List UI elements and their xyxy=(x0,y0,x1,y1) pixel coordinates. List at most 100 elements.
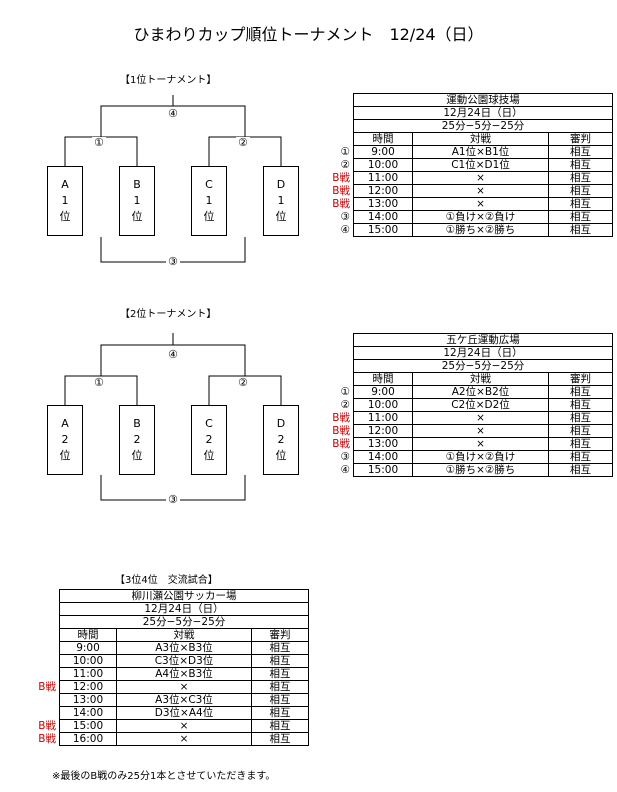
schedule1-row-referee: 相互 xyxy=(548,210,613,224)
schedule1-row-time: 10:00 xyxy=(353,158,413,172)
schedule1-row-side-label: B戦 xyxy=(332,198,350,210)
schedule3-format: 25分−5分−25分 xyxy=(59,615,309,629)
schedule3-row-side-label xyxy=(34,642,60,655)
schedule2-header-time: 時間 xyxy=(353,372,413,386)
schedule2-row-side-label: B戦 xyxy=(332,412,350,424)
schedule3-row-time: 16:00 xyxy=(59,732,117,746)
bracket1-final-label: ④ xyxy=(166,107,180,120)
schedule1-header-time: 時間 xyxy=(353,132,413,146)
schedule3-row-match: × xyxy=(116,732,252,746)
schedule3-row-match: D3位×A4位 xyxy=(116,706,252,720)
schedule2-row-match: × xyxy=(412,411,549,425)
schedule1-row-referee: 相互 xyxy=(548,158,613,172)
schedule3-row-referee: 相互 xyxy=(251,693,309,707)
schedule3-date: 12月24日（日） xyxy=(59,602,309,616)
schedule3-row-referee: 相互 xyxy=(251,719,309,733)
schedule2-row-referee: 相互 xyxy=(548,450,613,464)
schedule3-row-referee: 相互 xyxy=(251,680,309,694)
bracket1-match2-label: ② xyxy=(236,136,250,149)
schedule2-row-referee: 相互 xyxy=(548,424,613,438)
bracket1-third-label: ③ xyxy=(166,255,180,268)
bracket1-match1-label: ① xyxy=(92,136,106,149)
schedule3-row-match: A3位×B3位 xyxy=(116,641,252,655)
bracket2-match2-label: ② xyxy=(236,376,250,389)
bracket1-heading: 【1位トーナメント】 xyxy=(120,75,217,86)
schedule3-row-time: 11:00 xyxy=(59,667,117,681)
schedule1-row-side-label: B戦 xyxy=(332,185,350,197)
schedule2-header-referee: 審判 xyxy=(548,372,613,386)
schedule3-row-side-label: B戦 xyxy=(38,720,56,732)
schedule2-row-match: × xyxy=(412,437,549,451)
schedule3-header-match: 対戦 xyxy=(116,628,252,642)
schedule1-row-referee: 相互 xyxy=(548,184,613,198)
schedule3-row-time: 10:00 xyxy=(59,654,117,668)
schedule3-row-side-label xyxy=(34,668,60,681)
schedule2-row-match: C2位×D2位 xyxy=(412,398,549,412)
schedule2-row-time: 9:00 xyxy=(353,385,413,399)
schedule3-row-time: 14:00 xyxy=(59,706,117,720)
schedule2-row-side-label: ③ xyxy=(340,451,350,463)
schedule3-row-referee: 相互 xyxy=(251,732,309,746)
schedule1-header-match: 対戦 xyxy=(412,132,549,146)
schedule2-row-time: 12:00 xyxy=(353,424,413,438)
schedule1-row-referee: 相互 xyxy=(548,223,613,237)
schedule2-row-match: A2位×B2位 xyxy=(412,385,549,399)
schedule2-row-referee: 相互 xyxy=(548,463,613,477)
schedule2-row-match: × xyxy=(412,424,549,438)
schedule1-date: 12月24日（日） xyxy=(353,106,613,120)
schedule3-row-match: × xyxy=(116,719,252,733)
schedule3-row-side-label xyxy=(34,655,60,668)
schedule1-row-side-label: ② xyxy=(340,159,350,171)
schedule2-format: 25分−5分−25分 xyxy=(353,359,613,373)
schedule1-row-time: 15:00 xyxy=(353,223,413,237)
schedule2-header-match: 対戦 xyxy=(412,372,549,386)
schedule3-row-match: A3位×C3位 xyxy=(116,693,252,707)
schedule1-row-side-label: ① xyxy=(340,146,350,158)
schedule2-row-match: ①勝ち×②勝ち xyxy=(412,463,549,477)
schedule3-row-time: 9:00 xyxy=(59,641,117,655)
schedule3-row-referee: 相互 xyxy=(251,654,309,668)
page-title: ひまわりカップ順位トーナメント 12/24（日） xyxy=(133,25,484,44)
schedule3-row-side-label: B戦 xyxy=(38,681,56,693)
schedule2-row-time: 10:00 xyxy=(353,398,413,412)
schedule3-row-time: 13:00 xyxy=(59,693,117,707)
schedule3-row-match: A4位×B3位 xyxy=(116,667,252,681)
schedule3-table: 柳川瀬公園サッカー場 12月24日（日） 25分−5分−25分 時間 対戦 審判… xyxy=(34,589,309,746)
schedule2-row-referee: 相互 xyxy=(548,398,613,412)
schedule3-venue: 柳川瀬公園サッカー場 xyxy=(59,589,309,603)
schedule2-row-time: 14:00 xyxy=(353,450,413,464)
footnote: ※最後のB戦のみ25分1本とさせていただきます。 xyxy=(52,771,276,782)
schedule3-row-side-label xyxy=(34,694,60,707)
schedule3-row-time: 15:00 xyxy=(59,719,117,733)
schedule2-row-time: 11:00 xyxy=(353,411,413,425)
schedule2-row-side-label: ④ xyxy=(340,464,350,476)
schedule2-row-match: ①負け×②負け xyxy=(412,450,549,464)
schedule2-row-side-label: ① xyxy=(340,386,350,398)
schedule2-row-side-label: ② xyxy=(340,399,350,411)
bracket2-heading: 【2位トーナメント】 xyxy=(120,309,217,320)
schedule3-row-match: C3位×D3位 xyxy=(116,654,252,668)
schedule3-header-referee: 審判 xyxy=(251,628,309,642)
bracket2-third-label: ③ xyxy=(166,493,180,506)
